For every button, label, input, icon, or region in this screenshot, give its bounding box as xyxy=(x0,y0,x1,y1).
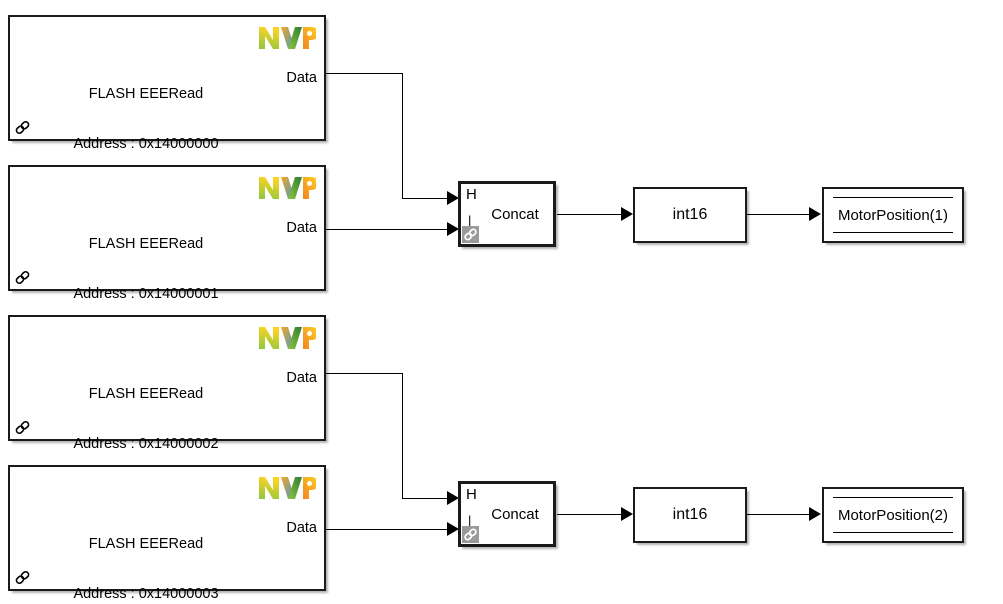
arrow-concat2-in2 xyxy=(447,522,459,536)
arrow-motorposition2-in xyxy=(809,507,821,521)
wire-flash1-h2 xyxy=(402,198,450,199)
wire-int16-2-to-motorposition2 xyxy=(747,514,814,515)
link-icon xyxy=(462,526,479,543)
wire-flash1-v xyxy=(402,73,403,199)
concat-block-2[interactable]: H | Concat xyxy=(458,481,556,547)
concat-block-label: Concat xyxy=(491,506,539,524)
flash-eeeread-block-4[interactable]: FLASH EEERead Address : 0x14000003 Type:… xyxy=(8,465,326,602)
flash-data-port-label: Data xyxy=(286,519,317,536)
arrow-motorposition1-in xyxy=(809,207,821,221)
flash-eeeread-block-3[interactable]: FLASH EEERead Address : 0x14000002 Type:… xyxy=(8,315,326,501)
concat-input1-label: H xyxy=(466,486,477,503)
flash-block-line2: Address : 0x14000000 xyxy=(73,135,219,152)
wire-flash2-h xyxy=(326,229,450,230)
flash-data-port-label: Data xyxy=(286,219,317,236)
arrow-int16-1-in xyxy=(621,207,633,221)
flash-block-line1: FLASH EEERead xyxy=(88,536,204,552)
nxp-logo-icon xyxy=(258,175,319,201)
dsw-rule-top xyxy=(833,497,953,498)
arrow-concat1-in2 xyxy=(447,222,459,236)
nxp-logo-icon xyxy=(258,475,319,501)
arrow-concat2-in1 xyxy=(447,491,459,505)
flash-eeeread-block-1[interactable]: FLASH EEERead Address : 0x14000000 Type:… xyxy=(8,15,326,201)
int16-label: int16 xyxy=(672,506,708,523)
int16-label: int16 xyxy=(672,206,708,223)
link-icon xyxy=(13,268,32,287)
data-type-convert-block-2[interactable]: int16 xyxy=(633,487,747,543)
wire-concat2-to-int16 xyxy=(557,514,624,515)
concat-input2-label: | xyxy=(468,213,472,228)
link-icon xyxy=(13,568,32,587)
wire-flash3-h2 xyxy=(402,498,450,499)
wire-flash3-v xyxy=(402,373,403,499)
flash-block-line2: Address : 0x14000003 xyxy=(73,585,219,602)
flash-block-line1: FLASH EEERead xyxy=(88,86,204,102)
concat-block-label: Concat xyxy=(491,206,539,224)
link-icon xyxy=(13,418,32,437)
link-icon xyxy=(13,118,32,137)
wire-flash3-h1 xyxy=(326,373,403,374)
concat-input1-label: H xyxy=(466,186,477,203)
dsw-rule-bottom xyxy=(833,232,953,233)
wire-concat1-to-int16 xyxy=(557,214,624,215)
flash-eeeread-block-2[interactable]: FLASH EEERead Address : 0x14000001 Type:… xyxy=(8,165,326,351)
wire-flash1-h1 xyxy=(326,73,403,74)
nxp-logo-icon xyxy=(258,25,319,51)
arrow-concat1-in1 xyxy=(447,191,459,205)
flash-data-port-label: Data xyxy=(286,369,317,386)
flash-block-line1: FLASH EEERead xyxy=(88,236,204,252)
flash-data-port-label: Data xyxy=(286,69,317,86)
data-type-convert-block-1[interactable]: int16 xyxy=(633,187,747,243)
flash-block-text: FLASH EEERead Address : 0x14000003 Type:… xyxy=(10,503,324,604)
link-icon xyxy=(462,226,479,243)
arrow-int16-2-in xyxy=(621,507,633,521)
flash-block-line2: Address : 0x14000002 xyxy=(73,435,219,452)
flash-block-line1: FLASH EEERead xyxy=(88,386,204,402)
nxp-logo-icon xyxy=(258,325,319,351)
motorposition-label: MotorPosition(2) xyxy=(837,506,949,524)
concat-input2-label: | xyxy=(468,513,472,528)
data-store-write-block-1[interactable]: MotorPosition(1) xyxy=(822,187,964,243)
wire-flash4-h xyxy=(326,529,450,530)
wire-int16-1-to-motorposition1 xyxy=(747,214,814,215)
motorposition-label: MotorPosition(1) xyxy=(837,206,949,224)
flash-block-line2: Address : 0x14000001 xyxy=(73,285,219,302)
dsw-rule-top xyxy=(833,197,953,198)
data-store-write-block-2[interactable]: MotorPosition(2) xyxy=(822,487,964,543)
concat-block-1[interactable]: H | Concat xyxy=(458,181,556,247)
dsw-rule-bottom xyxy=(833,532,953,533)
